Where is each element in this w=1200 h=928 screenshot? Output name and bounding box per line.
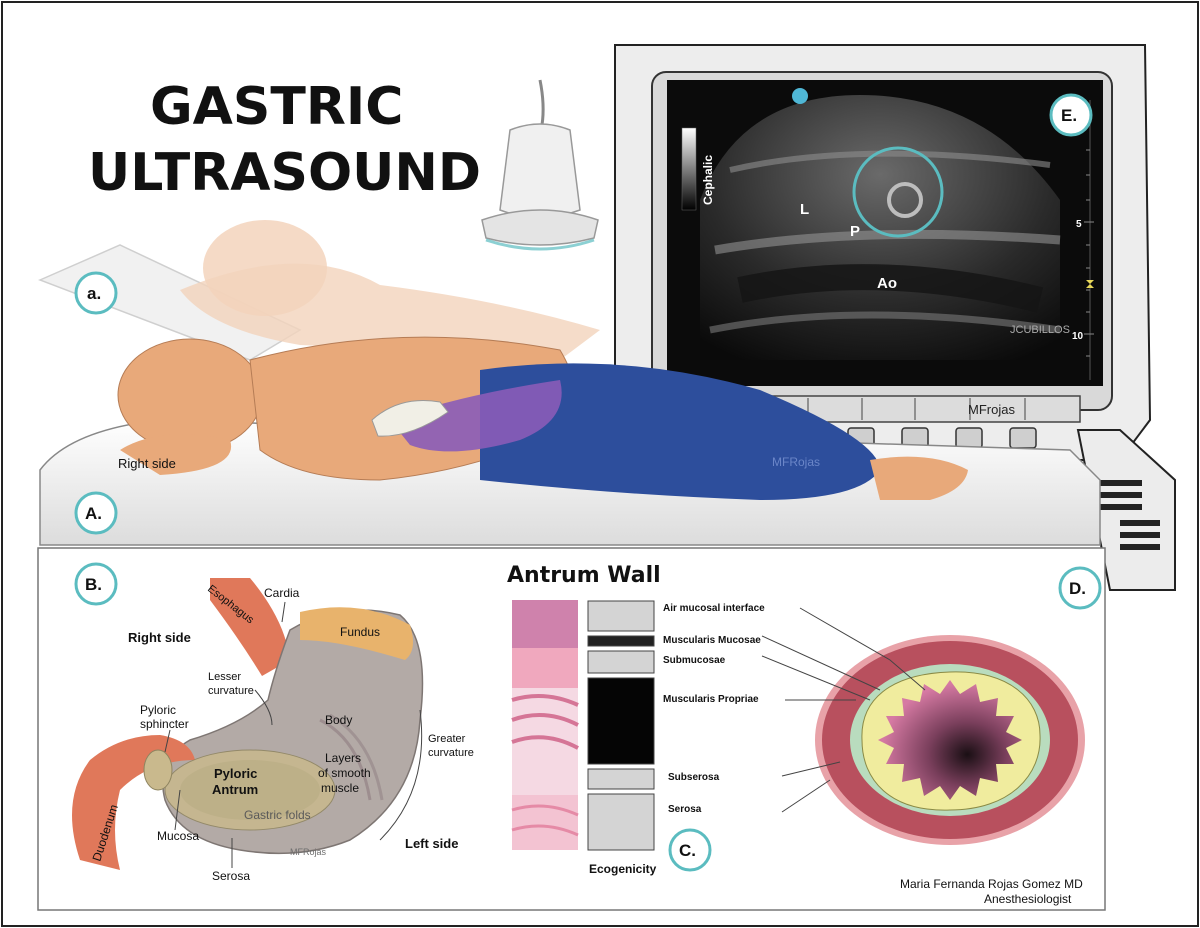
gastric-folds-label: Gastric folds — [244, 808, 311, 822]
badge-E: E. — [1049, 93, 1093, 137]
liver-label: L — [800, 201, 809, 218]
stomach-diagram: MFRojas — [72, 578, 424, 870]
badge-A-upper: A. — [74, 491, 118, 535]
esophagus-shape — [210, 578, 290, 676]
credit-name: Maria Fernanda Rojas Gomez MD — [900, 877, 1083, 891]
depth-mark-5: 5 — [1076, 219, 1082, 230]
eco-layer-air-mucosal — [587, 600, 655, 632]
ecogenicity-column — [587, 600, 655, 851]
badge-a-lower: a. — [74, 271, 118, 315]
histology-strip — [511, 600, 579, 850]
lesser-curvature-label-2: curvature — [208, 685, 254, 697]
layers-label-3: muscle — [321, 781, 359, 795]
badge-B: B. — [74, 562, 118, 606]
grayscale-bar — [681, 127, 697, 211]
aorta-label: Ao — [877, 275, 897, 292]
title-line-2: ULTRASOUND — [88, 143, 481, 203]
fundus-shape — [300, 607, 414, 660]
right-side-label: Right side — [118, 456, 176, 471]
layer-name-air-mucosal: Air mucosal interface — [663, 603, 765, 614]
pancreas-label: P — [850, 223, 860, 240]
greater-curvature-label-1: Greater — [428, 733, 466, 745]
mucosa-label: Mucosa — [157, 829, 199, 843]
ecogenicity-label: Ecogenicity — [589, 862, 657, 876]
focus-marker-icon — [1086, 280, 1094, 288]
patient-watermark: MFRojas — [772, 455, 820, 469]
serosa-label: Serosa — [212, 869, 250, 883]
antrum-wall-title: Antrum Wall — [507, 563, 661, 588]
sonographer-arm — [390, 380, 562, 452]
layer-name-serosa: Serosa — [668, 804, 702, 815]
eco-layer-serosa — [587, 793, 655, 851]
pyloric-sphincter-label-1: Pyloric — [140, 703, 176, 717]
cephalic-label: Cephalic — [701, 155, 715, 205]
ultrasound-probe-icon — [481, 79, 599, 251]
eco-layer-muscularis-propriae — [587, 677, 655, 765]
title-line-1: GASTRIC — [150, 77, 403, 137]
cardia-label: Cardia — [264, 586, 300, 600]
pyloric-antrum-label-2: Antrum — [212, 782, 258, 797]
svg-text:C.: C. — [679, 841, 696, 860]
badge-C: C. — [668, 828, 712, 872]
antrum-target-circle — [852, 146, 944, 238]
eco-layer-muscularis-mucosae — [587, 635, 655, 647]
stomach-right-side-label: Right side — [128, 630, 191, 645]
svg-text:B.: B. — [85, 575, 102, 594]
pyloric-antrum-label-1: Pyloric — [214, 766, 257, 781]
layer-name-muscularis-propriae: Muscularis Propriae — [663, 694, 759, 705]
layer-name-submucosae: Submucosae — [663, 655, 726, 666]
orientation-marker-dot — [792, 88, 808, 104]
svg-text:D.: D. — [1069, 579, 1086, 598]
svg-text:A.: A. — [85, 504, 102, 523]
antrum-cross-section — [815, 635, 1085, 845]
layer-name-muscularis-mucosae: Muscularis Mucosae — [663, 635, 761, 646]
stomach-watermark: MFRojas — [290, 847, 327, 857]
badge-D: D. — [1058, 566, 1102, 610]
ultrasound-machine: Cephalic L P Ao JCUBILLOS 5 10 MFrojas — [614, 44, 1176, 591]
lesser-curvature-label-1: Lesser — [208, 671, 241, 683]
eco-layer-subserosa — [587, 768, 655, 790]
layers-label-2: of smooth — [318, 766, 371, 780]
depth-mark-10: 10 — [1072, 331, 1084, 342]
left-side-label: Left side — [405, 836, 458, 851]
mucosa-lumen-shape — [878, 680, 1022, 800]
body-label: Body — [325, 713, 352, 727]
patient-pants — [480, 363, 880, 500]
pyloric-sphincter-label-2: sphincter — [140, 717, 189, 731]
fundus-label: Fundus — [340, 625, 380, 639]
credit-role: Anesthesiologist — [984, 892, 1072, 906]
panel-signature: MFrojas — [968, 402, 1015, 417]
layer-name-subserosa: Subserosa — [668, 772, 720, 783]
svg-text:a.: a. — [87, 284, 101, 303]
patient-scene: MFRojas Right side — [38, 220, 1101, 546]
duodenum-shape — [72, 735, 195, 870]
greater-curvature-label-2: curvature — [428, 747, 474, 759]
svg-text:E.: E. — [1061, 106, 1077, 125]
layers-label-1: Layers — [325, 751, 361, 765]
eco-layer-submucosae — [587, 650, 655, 674]
ultrasound-watermark: JCUBILLOS — [1010, 324, 1070, 336]
